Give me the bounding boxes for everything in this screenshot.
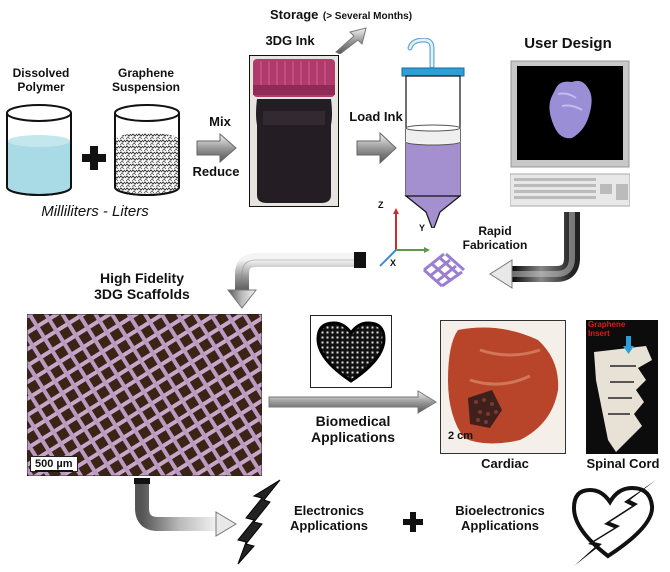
graphene-label-line2: Suspension <box>111 79 180 94</box>
storage-text: Storage <box>270 7 319 22</box>
biomedical-line1: Biomedical <box>315 413 391 429</box>
cardiac-photo <box>440 320 566 454</box>
xyz-axes-icon <box>379 208 430 267</box>
scale-bar-text: 500 µm <box>35 458 73 472</box>
cardiac-scale-bar: 2 cm <box>448 430 473 442</box>
polymer-label-line2: Polymer <box>17 79 65 94</box>
polymer-label: Dissolved Polymer <box>2 66 80 95</box>
storage-note: (> Several Months) <box>322 11 413 22</box>
scaffold-arrow-icon <box>226 252 366 309</box>
electronics-line1: Electronics <box>293 503 365 518</box>
insert-line1: Graphene <box>588 320 626 329</box>
load-ink-arrow-icon <box>356 132 397 164</box>
volume-label: Milliliters - Liters <box>41 203 149 220</box>
fabrication-arrow-icon <box>489 212 580 289</box>
biomedical-arrow-icon <box>268 390 437 414</box>
electronics-label: Electronics Applications <box>282 503 376 534</box>
computer-icon <box>510 60 630 207</box>
reduce-label: Reduce <box>192 164 240 179</box>
bioelectronics-label: Bioelectronics Applications <box>444 503 556 534</box>
rapid-line2: Fabrication <box>462 237 528 252</box>
syringe-icon <box>401 38 465 228</box>
heart-scaffold-photo <box>310 315 392 388</box>
scaffolds-title-line1: High Fidelity <box>100 270 184 286</box>
biomedical-label: Biomedical Applications <box>298 413 408 445</box>
rapid-fabrication-label: Rapid Fabrication <box>455 224 535 253</box>
lightning-bolt-icon <box>237 479 281 565</box>
plus-icon <box>82 146 106 170</box>
storage-arrow-icon <box>335 27 367 54</box>
scaffolds-title-line2: 3DG Scaffolds <box>94 286 190 303</box>
axis-x-label: X <box>390 258 397 268</box>
cardiac-scale-text: 2 cm <box>448 430 474 442</box>
polymer-beaker-icon <box>6 104 72 196</box>
graphene-label: Graphene Suspension <box>104 66 188 95</box>
user-design-label: User Design <box>524 35 612 52</box>
rapid-line1: Rapid <box>478 224 512 238</box>
spinal-cord-photo <box>586 320 658 454</box>
ink-label: 3DG Ink <box>265 33 315 48</box>
electronics-arrow-icon <box>134 478 237 537</box>
printed-lattice-icon <box>423 252 465 288</box>
scaffolds-title: High Fidelity 3DG Scaffolds <box>72 270 212 302</box>
graphene-insert-label: Graphene Insert <box>588 320 626 339</box>
graphene-label-line1: Graphene <box>117 66 174 80</box>
cardiac-label: Cardiac <box>481 456 529 471</box>
scaffold-micrograph <box>27 314 262 476</box>
bio-line2: Applications <box>460 517 539 533</box>
polymer-label-line1: Dissolved <box>12 66 70 80</box>
plus-icon-bottom <box>403 512 423 532</box>
spinal-cord-label: Spinal Cord <box>586 456 660 471</box>
insert-line2: Insert <box>588 328 610 338</box>
mix-label: Mix <box>209 114 231 129</box>
storage-label: Storage (> Several Months) <box>270 6 412 24</box>
scale-bar-500um: 500 µm <box>30 456 78 472</box>
electronics-line2: Applications <box>289 517 368 533</box>
bio-line1: Bioelectronics <box>455 503 545 518</box>
mix-arrow-icon <box>196 133 237 163</box>
axis-z-label: Z <box>378 200 384 210</box>
load-ink-label: Load Ink <box>349 109 403 124</box>
graphene-beaker-icon <box>114 104 180 196</box>
biomedical-line2: Applications <box>310 429 395 446</box>
heart-lightning-icon <box>571 480 656 566</box>
axis-y-label: Y <box>419 223 426 233</box>
ink-jar-photo <box>249 55 339 207</box>
